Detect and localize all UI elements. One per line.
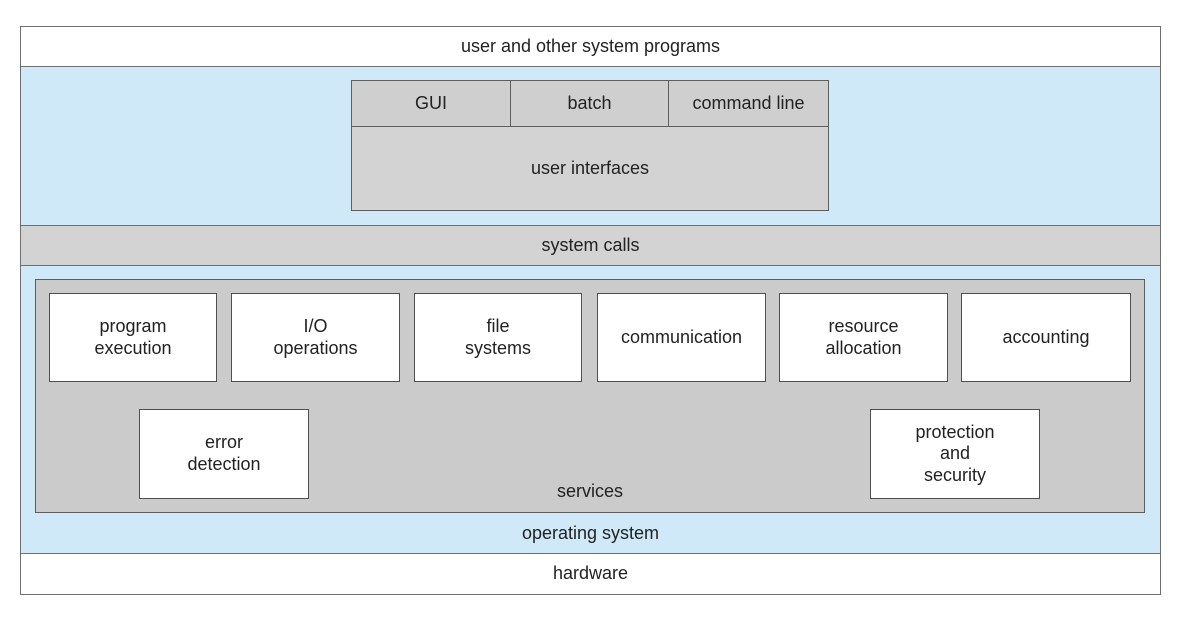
service-resource-allocation-label: resource allocation: [825, 315, 902, 358]
hardware-band: hardware: [20, 553, 1161, 595]
user-programs-label: user and other system programs: [460, 35, 721, 56]
service-program-execution-label: program execution: [94, 315, 172, 358]
operating-system-label-area: operating system: [20, 518, 1161, 550]
service-accounting-label: accounting: [1002, 326, 1090, 347]
ui-command-line-label: command line: [692, 92, 805, 113]
service-program-execution: program execution: [49, 293, 217, 382]
service-file-systems-label: file systems: [464, 315, 531, 358]
service-communication: communication: [597, 293, 766, 382]
service-communication-label: communication: [620, 326, 743, 347]
user-interfaces-label-area: user interfaces: [352, 127, 828, 210]
user-interfaces-box: GUI batch command line user interfaces: [351, 80, 829, 211]
service-io-operations: I/O operations: [231, 293, 400, 382]
ui-command-line-cell: command line: [669, 81, 828, 127]
service-file-systems: file systems: [414, 293, 582, 382]
user-programs-band: user and other system programs: [20, 26, 1161, 67]
services-label: services: [556, 481, 623, 502]
services-label-area: services: [490, 478, 690, 506]
ui-gui-label: GUI: [414, 92, 447, 113]
service-resource-allocation: resource allocation: [779, 293, 948, 382]
user-interfaces-label: user interfaces: [530, 157, 650, 178]
service-protection-security: protection and security: [870, 409, 1040, 499]
system-calls-band: system calls: [20, 225, 1161, 266]
service-error-detection: error detection: [139, 409, 309, 499]
service-error-detection-label: error detection: [187, 432, 261, 474]
service-accounting: accounting: [961, 293, 1131, 382]
ui-gui-cell: GUI: [352, 81, 511, 127]
ui-batch-label: batch: [567, 92, 612, 113]
service-io-operations-label: I/O operations: [273, 315, 358, 358]
system-calls-label: system calls: [541, 234, 640, 255]
operating-system-label: operating system: [521, 523, 660, 544]
ui-batch-cell: batch: [511, 81, 669, 127]
hardware-label: hardware: [552, 563, 629, 584]
service-protection-security-label: protection and security: [915, 421, 995, 485]
